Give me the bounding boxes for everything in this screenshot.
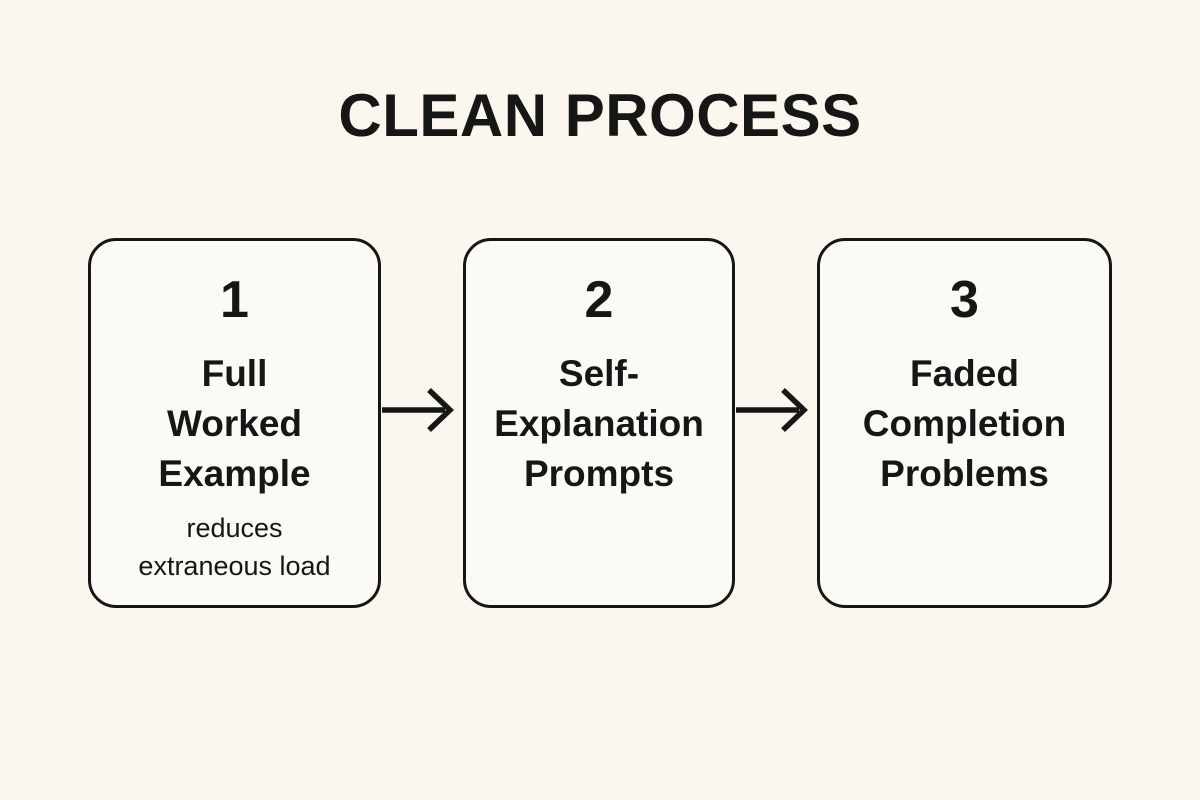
steps-row: 1 Full Worked Example reduces extraneous… bbox=[0, 238, 1200, 608]
arrow-right-icon bbox=[381, 380, 463, 440]
step-label: Self- Explanation Prompts bbox=[494, 353, 704, 494]
diagram-title: CLEAN PROCESS bbox=[338, 82, 862, 149]
step-number: 3 bbox=[950, 271, 979, 329]
step-label: Faded Completion Problems bbox=[862, 353, 1067, 494]
step-card-2: 2 Self- Explanation Prompts bbox=[463, 238, 735, 608]
step-number: 1 bbox=[220, 271, 249, 329]
step-card-3: 3 Faded Completion Problems bbox=[817, 238, 1112, 608]
arrow-right-icon bbox=[735, 380, 817, 440]
step-number: 2 bbox=[584, 271, 614, 329]
step-note: reduces extraneous load bbox=[138, 513, 331, 581]
step-label: Full Worked Example bbox=[158, 353, 311, 494]
step-card-1: 1 Full Worked Example reduces extraneous… bbox=[88, 238, 381, 608]
